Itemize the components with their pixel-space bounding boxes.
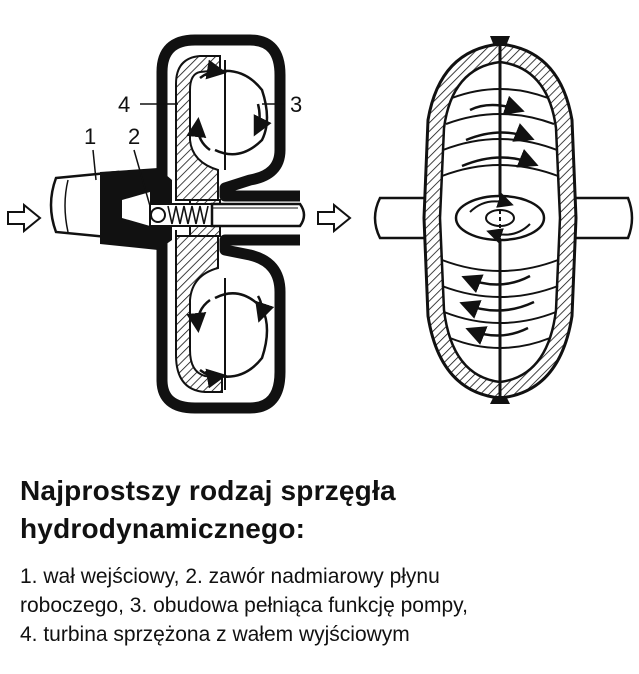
cutaway-top-flange bbox=[490, 36, 510, 46]
coupling-figure: 1 2 3 4 bbox=[7, 34, 634, 414]
output-shaft bbox=[210, 202, 306, 228]
caption-title: Najprostszy rodzaj sprzęgła hydrodynamic… bbox=[20, 472, 630, 548]
pump-housing bbox=[156, 34, 300, 414]
cutaway-right-shaft bbox=[568, 196, 634, 240]
callout-leaders bbox=[92, 103, 285, 207]
callout-label-shaft: 1 bbox=[84, 124, 96, 149]
output-arrow-icon bbox=[317, 202, 352, 234]
caption-title-line: Najprostszy rodzaj sprzęgła bbox=[20, 475, 396, 506]
caption-description-line: roboczego, 3. obudowa pełniąca funkcję p… bbox=[20, 594, 468, 617]
cutaway-flow-arrows bbox=[459, 95, 539, 345]
input-arrow-icon bbox=[7, 202, 42, 234]
cross-section-diagram: 1 2 3 4 bbox=[7, 34, 352, 414]
figure-caption: Najprostszy rodzaj sprzęgła hydrodynamic… bbox=[20, 472, 630, 649]
cutaway-hub bbox=[454, 192, 546, 244]
hub-housing bbox=[100, 168, 172, 250]
cutaway-bottom-flange bbox=[490, 396, 510, 404]
lower-chamber bbox=[186, 278, 275, 390]
caption-description: 1. wał wejściowy, 2. zawór nadmiarowy pł… bbox=[20, 562, 630, 649]
cutaway-vanes bbox=[441, 88, 559, 349]
callout-label-pump-housing: 3 bbox=[290, 92, 302, 117]
relief-valve bbox=[149, 203, 213, 227]
caption-description-line: 4. turbina sprzężona z wałem wyjściowym bbox=[20, 623, 410, 646]
callout-label-turbine: 4 bbox=[118, 92, 130, 117]
caption-description-line: 1. wał wejściowy, 2. zawór nadmiarowy pł… bbox=[20, 565, 440, 588]
upper-chamber bbox=[186, 59, 272, 170]
callout-label-valve: 2 bbox=[128, 124, 140, 149]
cutaway-illustration bbox=[373, 36, 634, 404]
caption-title-line: hydrodynamicznego: bbox=[20, 513, 306, 544]
